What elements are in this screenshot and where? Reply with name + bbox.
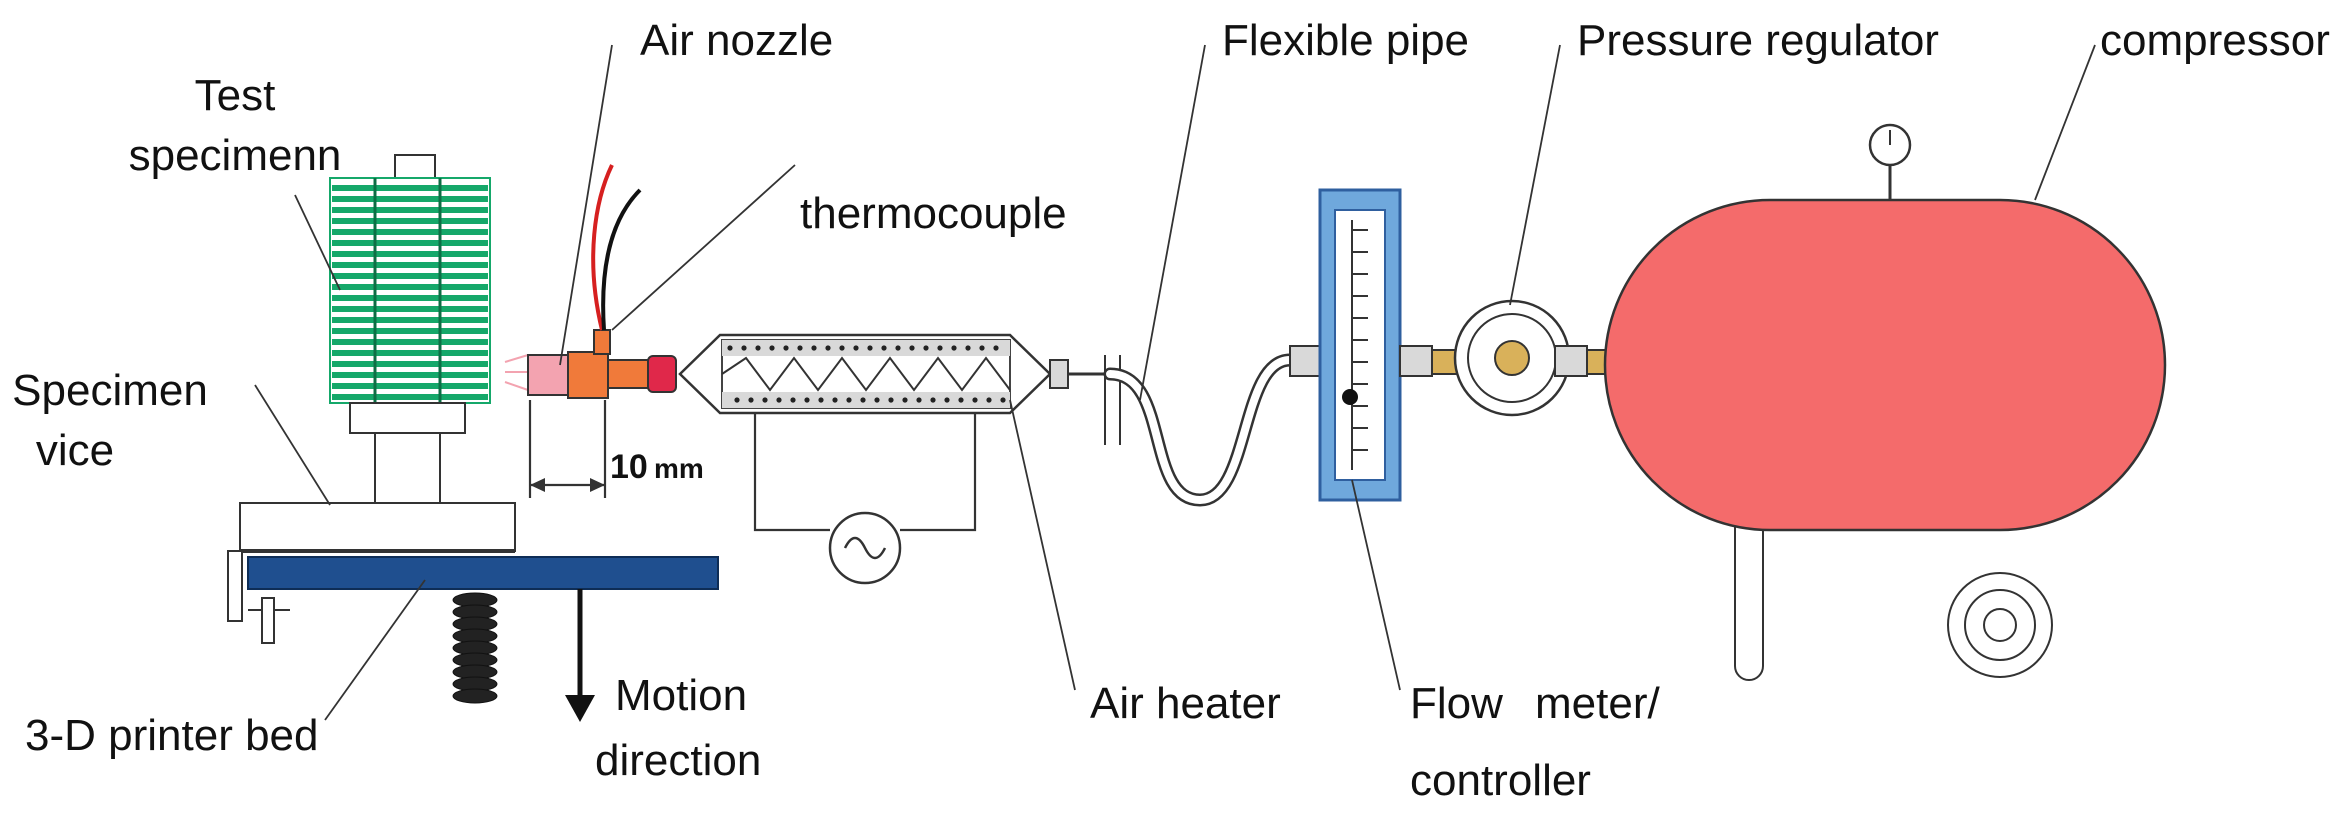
air-heater xyxy=(678,333,1110,532)
printer-bed xyxy=(227,550,719,704)
label-flow-meter-line3: controller xyxy=(1410,756,1591,805)
label-thermocouple: thermocouple xyxy=(800,189,1067,238)
distance-dimension xyxy=(528,400,607,498)
label-air-nozzle: Air nozzle xyxy=(640,16,833,65)
ac-source-icon xyxy=(828,511,902,585)
pressure-regulator xyxy=(1431,299,1618,417)
air-nozzle xyxy=(504,329,677,399)
label-test-specimen: Test specimenn xyxy=(129,71,342,180)
compressor xyxy=(1603,162,2167,681)
label-dimension-unit: mm xyxy=(654,453,704,484)
label-dimension: 10 mm xyxy=(610,448,704,486)
flexible-pipe xyxy=(1103,345,1321,507)
label-flow-meter: Flow meter/ controller xyxy=(1410,679,1660,805)
leader-lines xyxy=(254,44,2096,721)
specimen-vice xyxy=(239,402,516,553)
label-specimen-vice: Specimen vice xyxy=(12,366,208,475)
label-specimen-vice-line2: vice xyxy=(36,426,114,475)
label-flexible-pipe: Flexible pipe xyxy=(1222,16,1469,65)
label-printer-bed: 3-D printer bed xyxy=(25,711,318,760)
label-air-heater: Air heater xyxy=(1090,679,1281,728)
label-pressure-regulator: Pressure regulator xyxy=(1577,16,1939,65)
test-specimen xyxy=(329,154,491,404)
label-dimension-value: 10 xyxy=(610,448,648,486)
label-test-specimen-line2: specimenn xyxy=(129,131,342,180)
motion-arrow-icon xyxy=(565,589,595,722)
label-test-specimen-line1: Test xyxy=(195,71,276,120)
label-motion-direction: Motion direction xyxy=(595,671,761,785)
pressure-gauge-icon xyxy=(1868,123,1912,167)
label-flow-meter-line2: meter/ xyxy=(1535,679,1660,728)
thermocouple-wires xyxy=(591,164,642,331)
label-compressor: compressor xyxy=(2100,16,2330,65)
label-motion-line1: Motion xyxy=(615,671,747,720)
label-flow-meter-line1: Flow xyxy=(1410,679,1503,728)
bed-spring xyxy=(452,592,498,704)
flow-meter xyxy=(1318,188,1433,502)
label-motion-line2: direction xyxy=(595,736,761,785)
label-specimen-vice-line1: Specimen xyxy=(12,366,208,415)
